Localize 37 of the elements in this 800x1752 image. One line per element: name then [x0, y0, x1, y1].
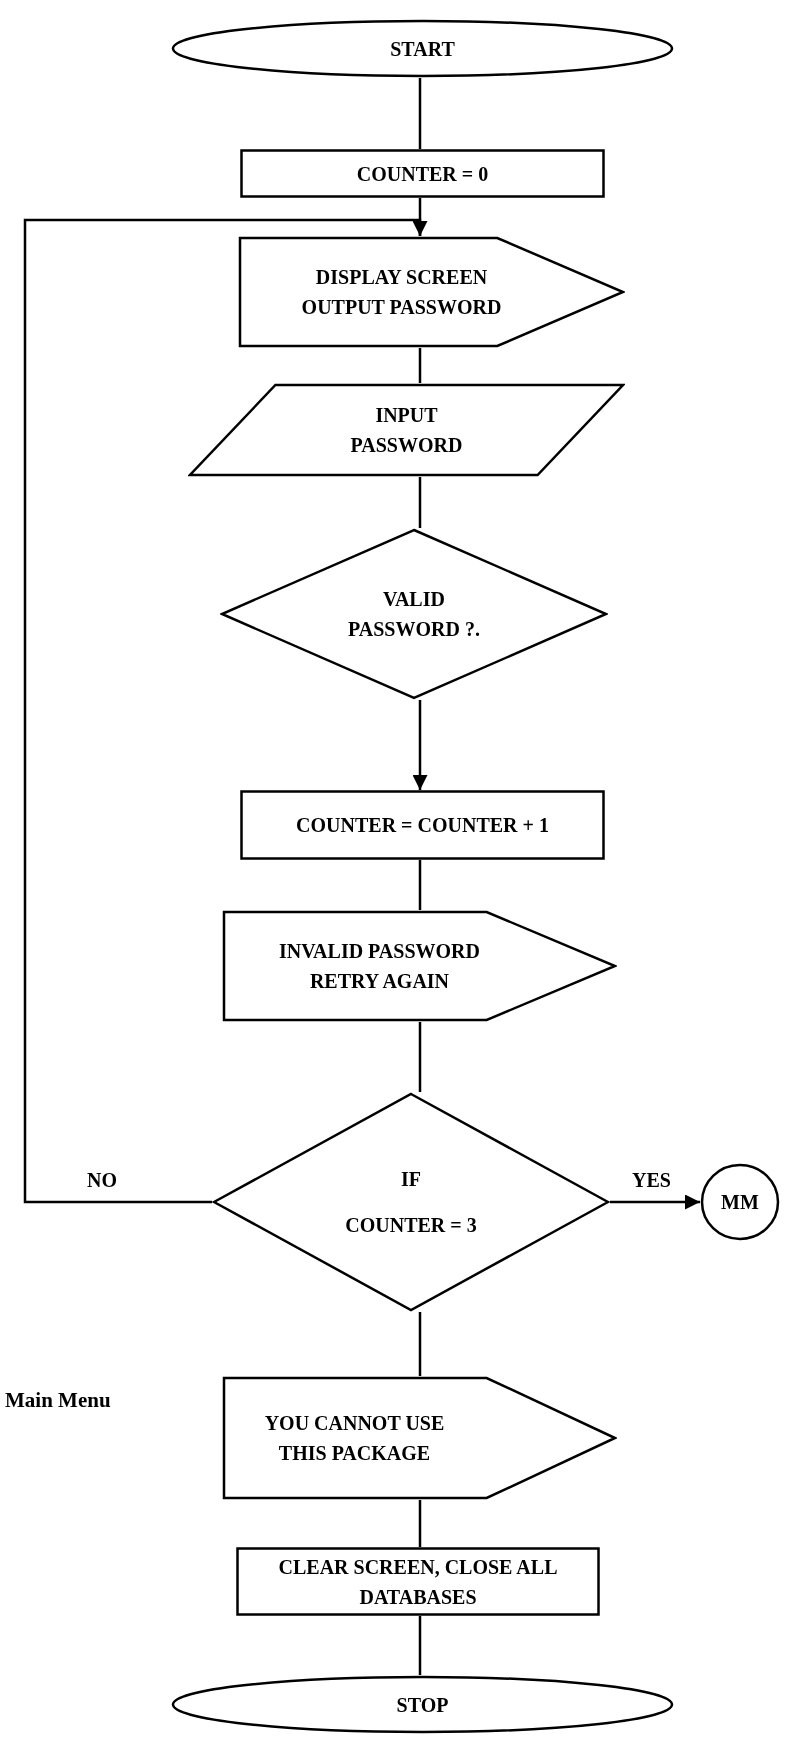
connector-line: [418, 860, 422, 910]
node-text: START: [390, 36, 455, 62]
node-text: DISPLAY SCREEN OUTPUT PASSWORD: [300, 265, 503, 320]
connector-line: [418, 477, 422, 528]
connector-line: [412, 700, 428, 790]
process-box: [240, 790, 605, 860]
display-shape: [238, 236, 625, 348]
input-parallelogram: [188, 383, 625, 477]
connector-line: [418, 1022, 422, 1092]
connector-line: [418, 1616, 422, 1675]
process-box: [240, 149, 605, 198]
node-text: VALID PASSWORD ?.: [347, 587, 481, 642]
node-text: INVALID PASSWORD RETRY AGAIN: [278, 939, 481, 994]
start-terminal: [171, 19, 674, 78]
connector-line: [418, 1312, 422, 1376]
stop-terminal: [171, 1675, 674, 1734]
connector-line: [23, 218, 428, 1204]
process-box: [236, 1547, 600, 1616]
node-text: STOP: [396, 1692, 449, 1718]
decision-diamond: [212, 1092, 610, 1312]
display-shape: [222, 910, 617, 1022]
node-text: COUNTER = 3: [345, 1213, 477, 1238]
node-text: INPUT PASSWORD: [349, 403, 464, 458]
connector-line: [418, 1500, 422, 1547]
note-text: Main Menu: [5, 1387, 111, 1414]
connector-circle: [700, 1163, 780, 1241]
node-text: YOU CANNOT USE THIS PACKAGE: [263, 1411, 446, 1466]
connector-line: [610, 1194, 700, 1210]
node-text: COUNTER = COUNTER + 1: [296, 813, 549, 838]
display-shape: [222, 1376, 617, 1500]
decision-diamond: [220, 528, 608, 700]
node-text: IF: [401, 1167, 421, 1192]
node-text: COUNTER = 0: [356, 161, 489, 187]
connector-line: [418, 348, 422, 383]
node-text: MM: [721, 1190, 759, 1215]
connector-line: [418, 78, 422, 149]
node-text: CLEAR SCREEN, CLOSE ALL DATABASES: [277, 1554, 559, 1610]
